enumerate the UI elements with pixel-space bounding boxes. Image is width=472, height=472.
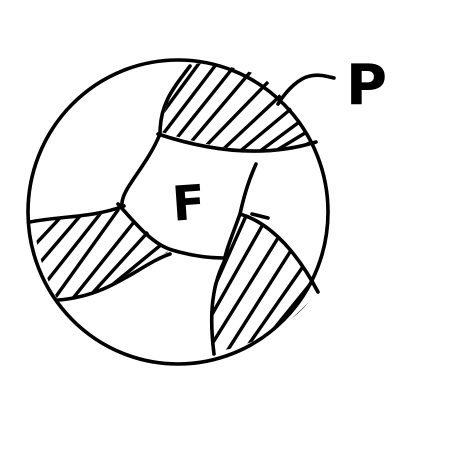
pointer-label: P (346, 53, 387, 118)
hatched-region-top (161, 63, 312, 151)
hatched-region-left (34, 208, 168, 300)
outer-circle (26, 58, 330, 366)
face-label: F (170, 175, 207, 233)
region-boundaries (28, 64, 336, 356)
